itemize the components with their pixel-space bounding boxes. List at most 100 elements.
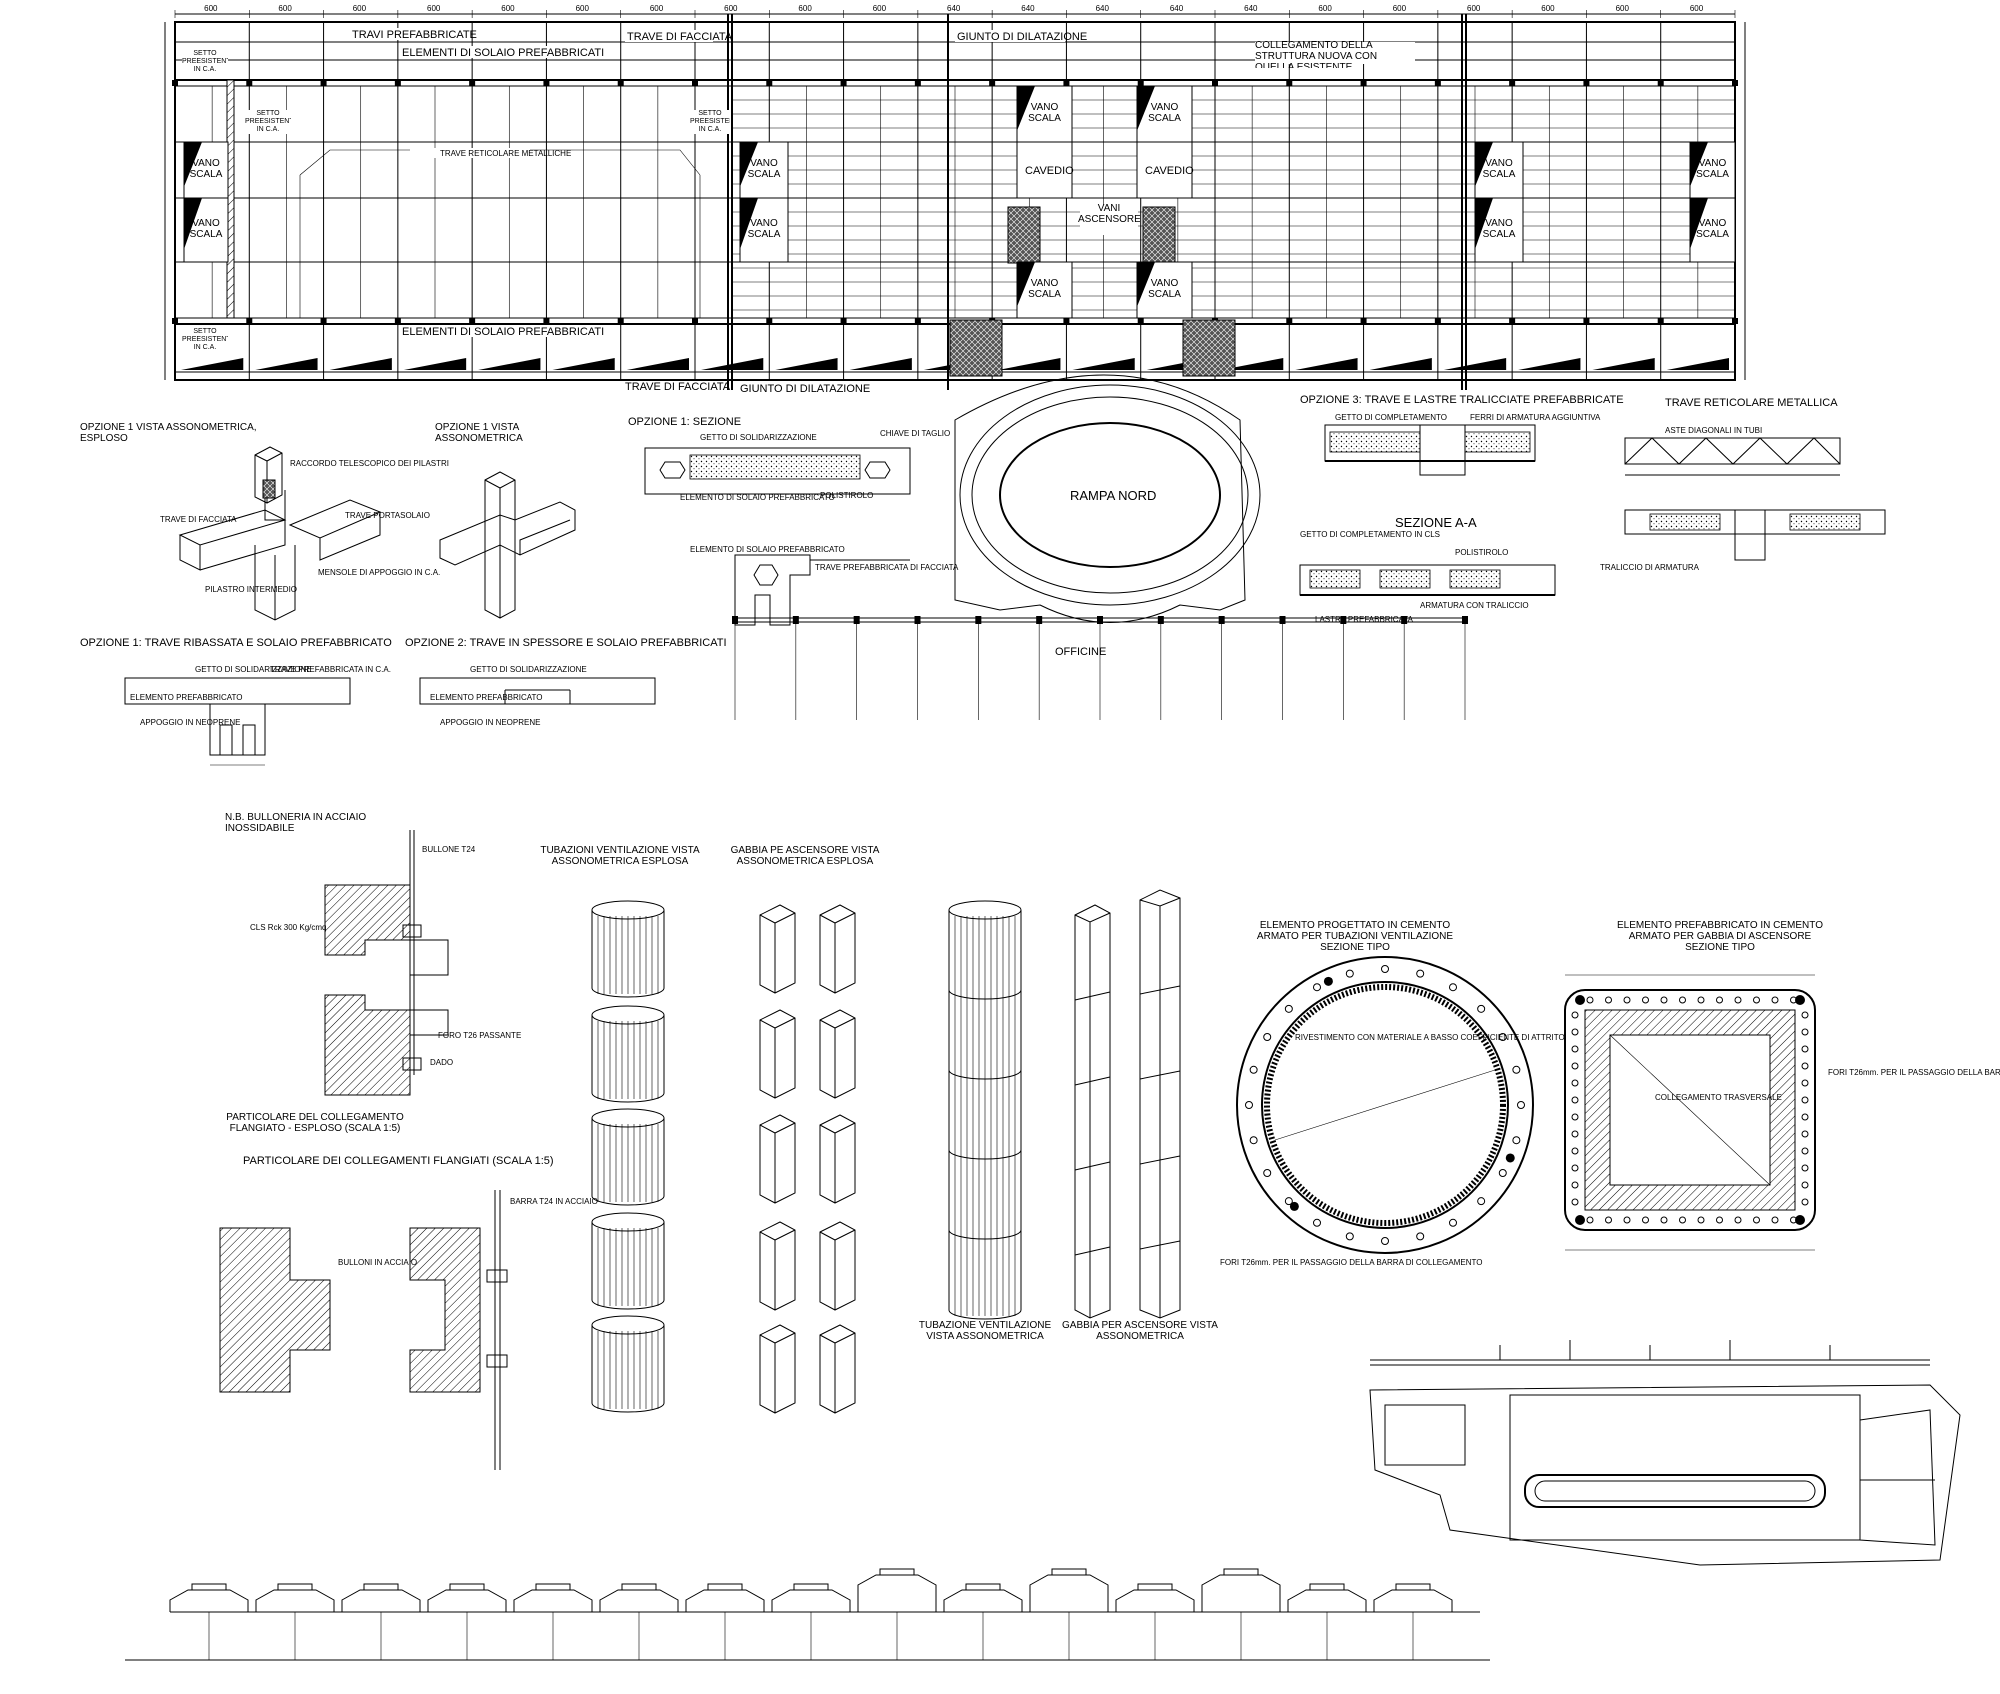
rect-hole [1716, 996, 1723, 1004]
label-travi-prefabbricate: TRAVI PREFABBRICATE [352, 29, 477, 41]
vano-scala-11-wedge [1690, 142, 1708, 187]
circ-hole [1381, 1237, 1389, 1245]
officine-pillar [732, 616, 738, 624]
circ-hole [1284, 1004, 1293, 1013]
vano-scala-12-wedge [1690, 198, 1708, 250]
rect-hole [1571, 1028, 1579, 1036]
rect-hole [1660, 1216, 1668, 1224]
title-op1-trave: OPZIONE 1: TRAVE RIBASSATA E SOLAIO PREF… [80, 637, 392, 649]
plan-pillar [320, 318, 327, 324]
rect-hole [1734, 1216, 1742, 1224]
title-tub-vista: TUBAZIONE VENTILAZIONE VISTA ASSONOMETRI… [918, 1320, 1052, 1342]
plan-facade-panel [552, 358, 615, 370]
plan-facade-panel [181, 358, 244, 370]
officine-pillar [1097, 616, 1103, 624]
exploded-cage-4-right [819, 1221, 856, 1311]
elevation-bay [169, 1589, 249, 1612]
rect-hole [1734, 996, 1742, 1004]
rect-hole [1571, 1096, 1579, 1104]
plan-facade-panel [1518, 358, 1581, 370]
exploded-tube-3-bottom [591, 1195, 665, 1206]
vano-scala-3-wedge [740, 142, 758, 187]
plan-dim-label: 600 [1467, 4, 1481, 13]
assembled-tube-ring [948, 1069, 1022, 1080]
label-trave-portasolaio: TRAVE PORTASOLAIO [345, 511, 430, 520]
svg-text:MENSOLE DI APPOGGIO IN C.A.: MENSOLE DI APPOGGIO IN C.A. [318, 568, 440, 577]
cage-left [1074, 904, 1111, 1319]
plan-pillar [1137, 318, 1144, 324]
circ-bolt-holes [1245, 965, 1525, 1245]
circ-hole [1249, 1065, 1258, 1074]
elevation-skylight [363, 1583, 399, 1591]
rect-outer [1564, 989, 1816, 1231]
circ-hole [1416, 1232, 1425, 1241]
plan-dim-label: 600 [724, 4, 738, 13]
svg-text:TRAVE PREFABBRICATA DI FACCIAT: TRAVE PREFABBRICATA DI FACCIATA [815, 563, 959, 572]
circ-hole [1263, 1033, 1272, 1041]
svg-text:ASTE DIAGONALI IN TUBI: ASTE DIAGONALI IN TUBI [1665, 426, 1762, 435]
assembled-tube-ring [948, 1149, 1022, 1160]
rampa-nord-plan: RAMPA NORD OFFICINE [732, 374, 1468, 720]
title-op3: OPZIONE 3: TRAVE E LASTRE TRALICCIATE PR… [1300, 394, 1624, 406]
rect-hole [1586, 996, 1594, 1004]
plan-pillar [1583, 318, 1590, 324]
ventilation-tube-assembled [948, 900, 1022, 1320]
circ-hole [1449, 1218, 1457, 1227]
plan-facade-panel [626, 358, 689, 370]
plan-grid-columns [172, 22, 1738, 380]
plan-dim-label: 600 [1690, 4, 1704, 13]
ramp-inner-ellipse [999, 422, 1221, 568]
plan-dim-label: 600 [873, 4, 887, 13]
vano-scala-3-text: VANO SCALA [748, 158, 781, 180]
vano-scala-8-text: VANO SCALA [1148, 278, 1181, 300]
rect-hole [1801, 1045, 1809, 1053]
vano-scala-2-text: VANO SCALA [190, 218, 223, 240]
title-sezione-aa: SEZIONE A-A [1395, 515, 1477, 530]
option3-section: OPZIONE 3: TRAVE E LASTRE TRALICCIATE PR… [1299, 394, 1624, 624]
cavedio-box [1136, 141, 1193, 199]
plan-facade-panel [329, 358, 392, 370]
plan-facade-panel [1369, 358, 1432, 370]
label-elemento-op2: ELEMENTO PREFABBRICATO [430, 693, 542, 702]
circ-hole [1381, 965, 1389, 973]
label-appoggio-op1: APPOGGIO IN NEOPRENE [140, 718, 240, 727]
elevation-skylight [621, 1583, 657, 1591]
setto-box [182, 50, 228, 74]
rect-hole [1605, 996, 1612, 1004]
rectangular-section: ELEMENTO PREFABBRICATO IN CEMENTO ARMATO… [1564, 920, 2000, 1251]
label-trave-facciata-bottom: TRAVE DI FACCIATA [625, 381, 731, 393]
option1-exploded-iso: OPZIONE 1 VISTA ASSONOMETRICA, ESPLOSO T… [80, 422, 449, 621]
exploded-cage-3-left [759, 1114, 796, 1204]
plan-facade-panel [1666, 358, 1729, 370]
plan-pillar [914, 80, 921, 86]
elevation-skylight [277, 1583, 313, 1591]
rect-hole [1571, 1062, 1579, 1070]
circ-dowel [1323, 976, 1333, 986]
plan-pillar [246, 80, 253, 86]
circ-hole [1345, 969, 1354, 978]
vano-scala-9-wedge [1475, 142, 1493, 187]
elevation-bay [1287, 1589, 1367, 1612]
elevation-bay [771, 1589, 851, 1612]
circ-hole [1263, 1169, 1272, 1177]
exploded-cage-2-left [759, 1009, 796, 1099]
plan-pillar [1583, 80, 1590, 86]
elevation-skylight [965, 1583, 1001, 1591]
plan-dim-label: 600 [204, 4, 218, 13]
label-rampa: RAMPA NORD [1070, 488, 1156, 503]
plan-pillar [692, 318, 698, 324]
cage-rung [1074, 1161, 1111, 1171]
plan-pillar [469, 318, 476, 324]
rect-hole [1679, 996, 1686, 1004]
plan-pillar [840, 318, 847, 324]
title-circ: ELEMENTO PROGETTATO IN CEMENTO ARMATO PE… [1256, 920, 1454, 953]
elevation-skylight [707, 1583, 743, 1591]
plan-pillar [1732, 80, 1738, 86]
plan-dim-label: 600 [501, 4, 515, 13]
label-getto-solid: GETTO DI SOLIDARIZZAZIONE [700, 433, 817, 442]
circ-hole [1477, 1004, 1486, 1013]
assembled-tube-bottom [948, 1309, 1022, 1320]
plan-dim-label: 640 [1170, 4, 1184, 13]
exploded-tube-5-bottom [591, 1402, 665, 1413]
elevation-bay [943, 1589, 1023, 1612]
